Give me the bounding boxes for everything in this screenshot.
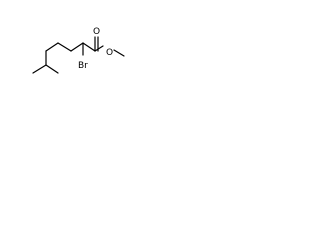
bond-methyl-2 xyxy=(45,64,59,74)
atom-label-oxygen-carbonyl: O xyxy=(93,27,100,37)
atom-label-bromine: Br xyxy=(78,61,88,71)
bond-alpha-carbonyl xyxy=(82,42,96,52)
bond-carbonyl-ester-oxygen xyxy=(94,45,104,52)
structure-canvas: O O Br xyxy=(0,0,152,152)
bond-ester-oxygen-methyl xyxy=(113,49,125,57)
bond-methyl-1 xyxy=(32,64,47,74)
chemical-structure-diagram: O O Br xyxy=(32,27,125,74)
bond-chain-3 xyxy=(70,42,84,52)
atom-label-oxygen-ester: O xyxy=(106,48,113,58)
bond-chain-2 xyxy=(57,42,72,52)
bond-chain-1 xyxy=(45,42,59,52)
